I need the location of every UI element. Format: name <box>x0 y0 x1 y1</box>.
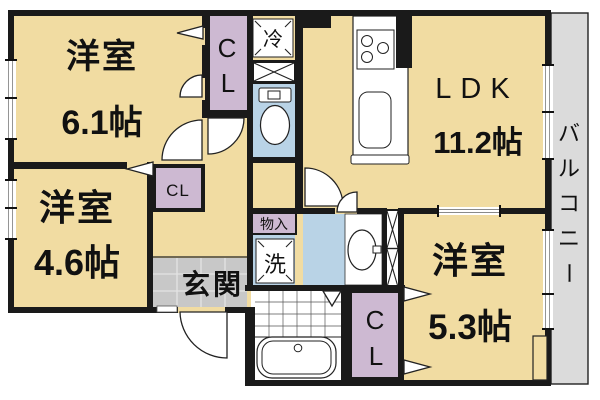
wall-segment <box>202 100 208 118</box>
wall-segment <box>8 307 178 313</box>
closet-door-wedge <box>403 359 433 375</box>
wall-segment <box>295 16 303 214</box>
closet-small-floor <box>156 168 201 208</box>
room-bl-size: 4.6帖 <box>34 242 120 283</box>
wall-segment <box>500 208 551 214</box>
entrance-step <box>156 305 178 313</box>
closet-br-floor <box>352 293 399 377</box>
closet-br-label-c: C <box>366 305 385 335</box>
door-arc <box>207 117 245 155</box>
fridge-label: 冷 <box>263 28 283 51</box>
closet-br-label-l: L <box>369 341 383 371</box>
balcony-char: バ <box>558 121 580 146</box>
room-br-name: 洋室 <box>432 240 508 281</box>
wall-segment <box>202 45 208 78</box>
window <box>5 59 17 140</box>
kitchen-pillar <box>396 14 412 68</box>
balcony-floor <box>550 12 589 385</box>
ldk-name: LDK <box>435 73 518 105</box>
entrance-tile-grid <box>153 256 247 307</box>
wall-segment <box>245 285 405 291</box>
wall-segment <box>382 208 387 290</box>
wall-segment <box>8 162 127 169</box>
burner-icon <box>361 35 373 47</box>
wall-segment <box>341 291 347 386</box>
wall-segment <box>225 307 251 313</box>
burner-icon <box>361 51 373 63</box>
closet-door-wedge <box>403 286 433 302</box>
closet-small-label: CL <box>166 181 190 200</box>
wall-segment <box>357 208 384 214</box>
wall-segment <box>147 162 153 313</box>
storage-label: 物入 <box>260 216 288 232</box>
wall-segment <box>303 16 331 28</box>
wall-segment <box>202 16 208 28</box>
washer-label: 洗 <box>264 252 286 277</box>
balcony-window <box>542 229 554 330</box>
washroom-floor <box>303 214 345 285</box>
wall-segment <box>8 10 551 16</box>
wall-segment <box>202 110 253 118</box>
ldk-size: 11.2帖 <box>433 125 523 160</box>
washer-space <box>255 238 295 284</box>
closet-top-label-l: L <box>221 68 235 98</box>
balcony-char: コ <box>558 191 580 216</box>
room-bl-name: 洋室 <box>39 187 115 228</box>
washbasin-icon <box>347 229 382 271</box>
windows <box>5 59 554 330</box>
wall-segment <box>404 208 438 214</box>
wall-segment <box>8 10 14 313</box>
entrance-label: 玄関 <box>182 268 244 300</box>
fridge-space <box>252 18 294 58</box>
balcony-char: ニ <box>558 226 580 251</box>
wall-segment <box>247 10 253 163</box>
door-arc <box>336 191 358 213</box>
corner-pillar <box>532 335 548 381</box>
closet-door-wedge <box>176 25 204 40</box>
wall-segment <box>545 12 551 65</box>
wall-segment <box>245 307 255 386</box>
shelf-box <box>251 60 297 84</box>
entrance-door-arc <box>179 311 228 359</box>
wall-segment <box>545 160 551 230</box>
room-br-size: 5.3帖 <box>428 308 512 347</box>
wall-segment <box>398 208 404 385</box>
balcony-label: バ ル コ ニ ー <box>556 121 581 284</box>
wall-segment <box>545 330 551 386</box>
storage-floor <box>253 214 295 233</box>
kitchen-unit <box>350 15 410 165</box>
kitchen-counter-base <box>350 154 410 165</box>
folding-door <box>321 290 343 308</box>
balcony-char: ル <box>558 156 580 181</box>
balcony-char: ー <box>556 262 581 284</box>
bathtub-icon <box>256 336 337 379</box>
kitchen-sink-icon <box>358 91 392 149</box>
closet-top-label-c: C <box>218 33 237 63</box>
door-wedge <box>124 161 154 177</box>
entrance-tile-floor <box>153 258 247 307</box>
door-arc <box>161 119 203 161</box>
room-tl-name: 洋室 <box>66 37 138 76</box>
walls <box>8 10 551 386</box>
linen-shelf <box>385 209 400 289</box>
wall-segment <box>303 208 335 214</box>
burner-icon <box>377 42 389 54</box>
doors <box>124 25 433 375</box>
washer-icon <box>255 238 295 284</box>
wall-segment <box>247 163 253 290</box>
door-arc <box>179 74 203 98</box>
wall-segment <box>247 157 303 163</box>
closet-top-floor <box>210 16 247 111</box>
balcony-window <box>542 64 554 160</box>
toilet-icon <box>258 87 292 146</box>
sliding-door <box>437 205 501 217</box>
wall-segment <box>247 208 303 214</box>
room-tl-size: 6.1帖 <box>61 104 142 142</box>
window <box>5 179 17 240</box>
